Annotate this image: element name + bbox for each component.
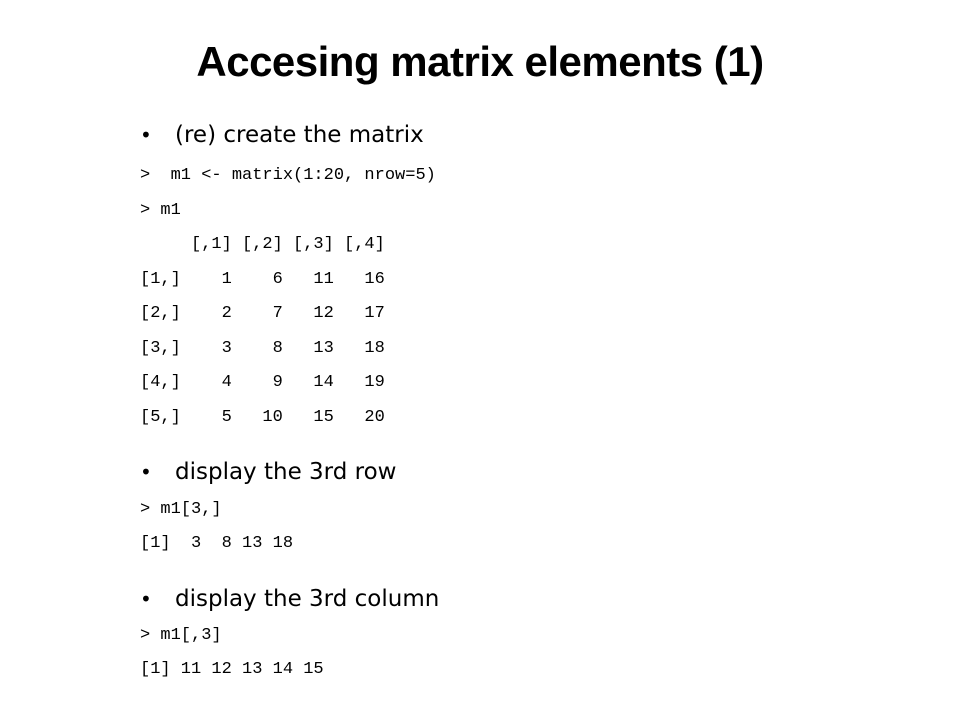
code-output: [1] 3 8 13 18	[140, 534, 294, 553]
matrix-row: [4,] 4 9 14 19	[140, 373, 385, 392]
bullet-dot-icon: •	[140, 123, 152, 147]
matrix-header-row: [,1] [,2] [,3] [,4]	[140, 235, 385, 254]
bullet-text: display the 3rd row	[175, 459, 397, 485]
bullet-dot-icon: •	[140, 460, 152, 484]
code-line: > m1 <- matrix(1:20, nrow=5)	[140, 166, 436, 185]
matrix-row: [5,] 5 10 15 20	[140, 408, 385, 427]
code-line: > m1[3,]	[140, 500, 222, 519]
code-output: [1] 11 12 13 14 15	[140, 660, 324, 679]
bullet-recreate-matrix: • (re) create the matrix	[140, 121, 424, 149]
code-line: > m1[,3]	[140, 626, 222, 645]
bullet-display-column: • display the 3rd column	[140, 585, 439, 613]
code-line: > m1	[140, 201, 181, 220]
bullet-dot-icon: •	[140, 587, 152, 611]
slide-title: Accesing matrix elements (1)	[196, 38, 764, 85]
bullet-text: (re) create the matrix	[175, 122, 424, 148]
bullet-text: display the 3rd column	[175, 586, 440, 612]
matrix-row: [1,] 1 6 11 16	[140, 270, 385, 289]
bullet-display-row: • display the 3rd row	[140, 458, 396, 486]
matrix-row: [2,] 2 7 12 17	[140, 304, 385, 323]
matrix-row: [3,] 3 8 13 18	[140, 339, 385, 358]
